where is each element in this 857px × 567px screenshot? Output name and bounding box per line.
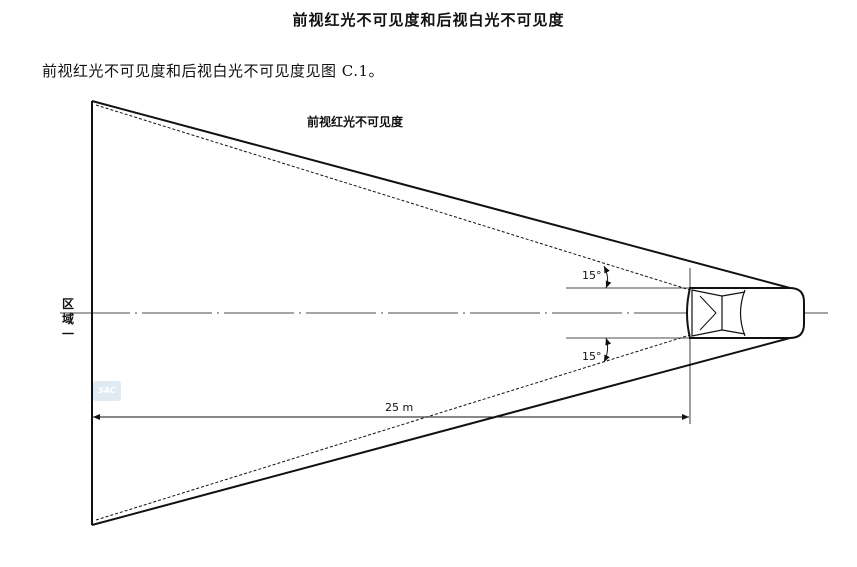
zone-label-char-1: 区: [62, 297, 74, 311]
zone-upper-edge: [91, 100, 791, 289]
zone-label-char-2: 域: [62, 311, 74, 326]
zone-lower-edge: [91, 337, 791, 526]
forward-red-light-label: 前视红光不可见度: [307, 114, 404, 129]
angle-arc-lower: [603, 337, 612, 363]
sight-line-upper: [95, 104, 691, 291]
angle-label-upper: 15°: [582, 269, 602, 282]
figure-caption: 前视红光不可见度和后视白光不可见度见图 C.1。: [42, 62, 385, 80]
zone-label-char-3: 一: [62, 327, 74, 341]
angle-arc-upper: [603, 265, 612, 289]
sight-line-lower: [95, 334, 691, 521]
angle-label-lower: 15°: [582, 350, 602, 363]
page-heading: 前视红光不可见度和后视白光不可见度: [292, 11, 565, 29]
sac-watermark-logo: SAC: [93, 381, 121, 401]
distance-label: 25 m: [385, 401, 413, 414]
vehicle-icon: [686, 287, 805, 339]
